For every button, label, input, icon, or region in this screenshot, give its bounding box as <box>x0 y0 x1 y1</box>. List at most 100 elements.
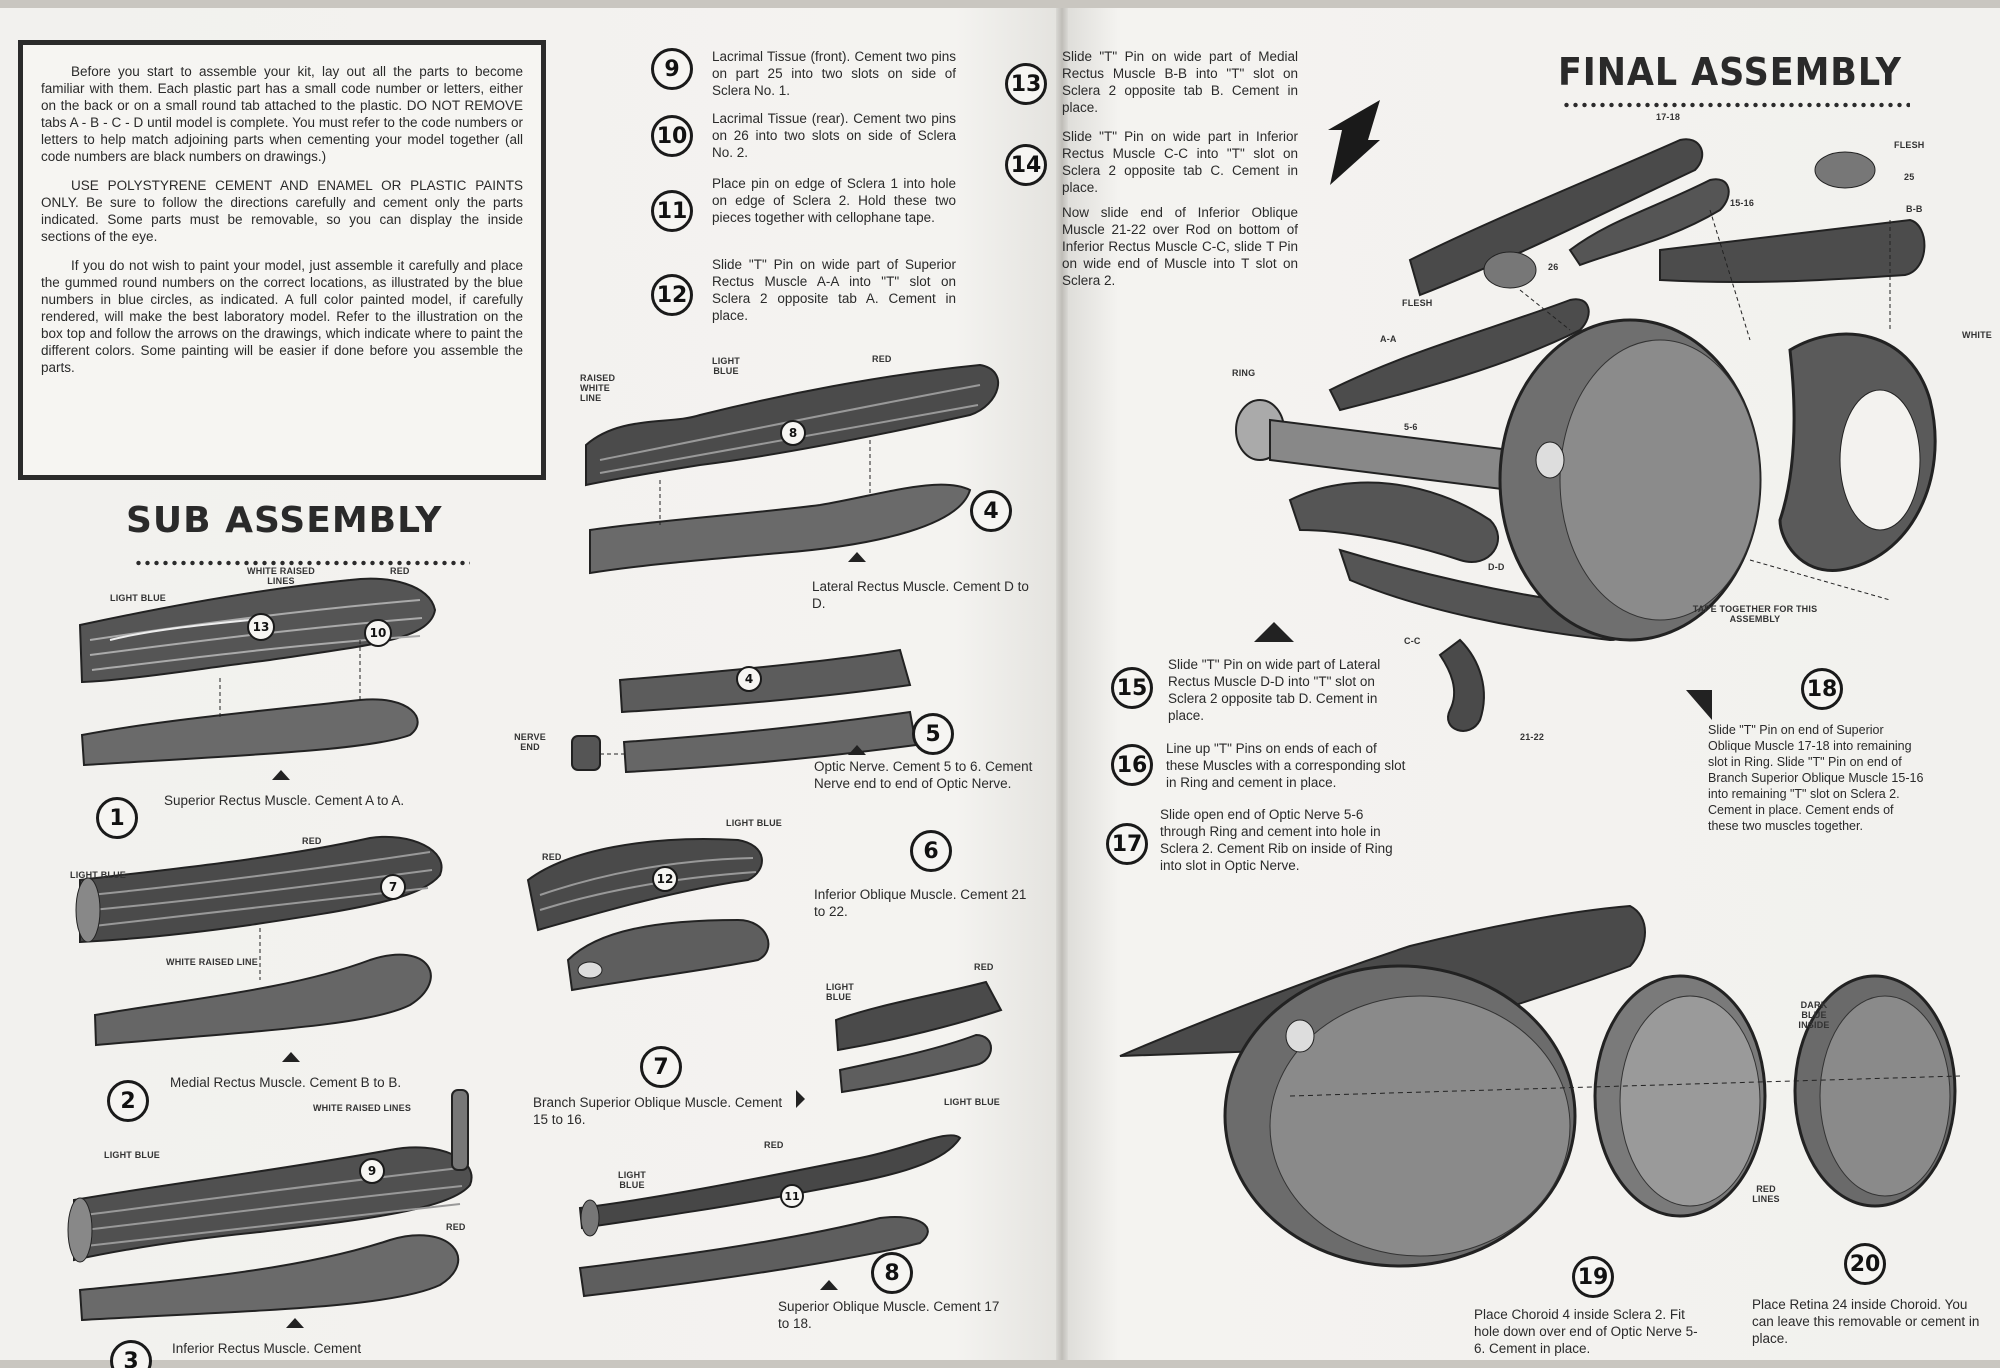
step-13-number: 13 <box>1005 63 1047 105</box>
label-25: 25 <box>1904 172 1915 182</box>
step-1-number: 1 <box>96 797 138 839</box>
label-white: WHITE <box>1962 330 1992 340</box>
step-11-number: 11 <box>651 190 693 232</box>
label-light-blue-8: LIGHT BLUE <box>944 1097 1000 1107</box>
label-nerve-end: NERVE END <box>514 732 546 752</box>
step-9-text: Lacrimal Tissue (front). Cement two pins… <box>712 49 956 98</box>
badge-12: 12 <box>652 866 678 892</box>
label-red-2: RED <box>302 836 322 846</box>
label-white-raised-line: WHITE RAISED LINE <box>166 957 258 967</box>
step-12-text: Slide "T" Pin on wide part of Superior R… <box>712 257 956 323</box>
label-ring: RING <box>1232 368 1256 378</box>
sub-assembly-heading: SUB ASSEMBLY <box>126 500 443 541</box>
label-b-b: B-B <box>1906 204 1923 214</box>
optic-nerve-illustration <box>571 648 918 774</box>
pointer-triangle <box>1254 622 1294 642</box>
badge-13: 13 <box>247 613 275 641</box>
label-d-d: D-D <box>1488 562 1505 572</box>
step-17-text: Slide open end of Optic Nerve 5-6 throug… <box>1160 807 1393 873</box>
label-dark-blue-inside: DARK BLUE INSIDE <box>1798 1000 1830 1030</box>
direction-arrow <box>1328 100 1380 185</box>
label-flesh-1: FLESH <box>1894 140 1925 150</box>
step-7-text: Branch Superior Oblique Muscle. Cement 1… <box>533 1095 783 1127</box>
pointer-triangle <box>1686 690 1712 720</box>
step-10-number: 10 <box>651 115 693 157</box>
step-2-text: Medial Rectus Muscle. Cement B to B. <box>170 1075 402 1090</box>
step-19-number: 19 <box>1572 1256 1614 1298</box>
step-18-text: Slide "T" Pin on end of Superior Oblique… <box>1708 723 1924 833</box>
badge-4: 4 <box>736 666 762 692</box>
label-21-22: 21-22 <box>1520 732 1545 742</box>
pointer-triangle <box>282 1052 300 1062</box>
label-15-16: 15-16 <box>1730 198 1755 208</box>
badge-7: 7 <box>380 874 406 900</box>
step-4-number: 4 <box>970 490 1012 532</box>
step-1-text: Superior Rectus Muscle. Cement A to A. <box>164 793 405 808</box>
label-tape-together: TAPE TOGETHER FOR THIS ASSEMBLY <box>1692 604 1818 624</box>
step-3-number: 3 <box>110 1340 152 1368</box>
pointer-triangle <box>272 770 290 780</box>
page-gutter <box>1056 8 1068 1360</box>
step-4-text: Lateral Rectus Muscle. Cement D to D. <box>812 579 1029 611</box>
step-20-text: Place Retina 24 inside Choroid. You can … <box>1752 1297 1980 1346</box>
label-light-blue-2: LIGHT BLUE <box>70 870 126 880</box>
step-16-number: 16 <box>1111 744 1153 786</box>
label-5-6: 5-6 <box>1404 422 1418 432</box>
choroid-retina-illustration <box>1119 904 1961 1268</box>
final-assembly-heading: FINAL ASSEMBLY <box>1558 50 1902 94</box>
final-exploded-illustration <box>1235 138 1937 732</box>
step-14-text: Slide "T" Pin on wide part in Inferior R… <box>1062 129 1298 195</box>
badge-11: 11 <box>780 1184 804 1208</box>
label-raised-white-line: RAISED WHITE LINE <box>580 373 616 403</box>
step-14-number: 14 <box>1005 144 1047 186</box>
badge-8: 8 <box>780 420 806 446</box>
step-9-number: 9 <box>651 48 693 90</box>
intro-paragraph-1: Before you start to assemble your kit, l… <box>41 64 523 164</box>
label-light-blue-3: LIGHT BLUE <box>104 1150 160 1160</box>
label-flesh-2: FLESH <box>1402 298 1433 308</box>
label-white-raised-line-2: WHITE RAISED LINES <box>312 1103 412 1113</box>
inferior-rectus-illustration <box>67 1089 473 1322</box>
step-15-text: Slide "T" Pin on wide part of Lateral Re… <box>1168 657 1381 723</box>
step-3-text: Inferior Rectus Muscle. Cement <box>172 1341 362 1356</box>
label-red-1: RED <box>390 566 410 576</box>
step-6-text: Inferior Oblique Muscle. Cement 21 to 22… <box>814 887 1027 919</box>
branch-superior-oblique-illustration <box>834 980 1003 1094</box>
intro-paragraph-3: If you do not wish to paint your model, … <box>41 258 523 375</box>
badge-10: 10 <box>364 619 392 647</box>
step-14b-text: Now slide end of Inferior Oblique Muscle… <box>1062 205 1298 288</box>
label-red-7: RED <box>764 1140 784 1150</box>
step-7-number: 7 <box>640 1046 682 1088</box>
step-10-text: Lacrimal Tissue (rear). Cement two pins … <box>712 111 956 160</box>
step-5-number: 5 <box>912 713 954 755</box>
label-red-3: RED <box>446 1222 466 1232</box>
label-light-blue-7: LIGHT BLUE <box>618 1170 646 1190</box>
step-20-number: 20 <box>1844 1243 1886 1285</box>
step-12-number: 12 <box>651 274 693 316</box>
label-17-18: 17-18 <box>1656 112 1681 122</box>
step-11-text: Place pin on edge of Sclera 1 into hole … <box>712 176 956 225</box>
step-2-number: 2 <box>107 1080 149 1122</box>
label-26: 26 <box>1548 262 1559 272</box>
step-8-text: Superior Oblique Muscle. Cement 17 to 18… <box>778 1299 1000 1331</box>
label-light-blue-4: LIGHT BLUE <box>712 356 740 376</box>
final-heading-dots <box>1562 102 1910 108</box>
lateral-rectus-illustration <box>585 363 1000 575</box>
sub-heading-dots <box>134 560 470 566</box>
superior-oblique-illustration <box>578 1134 962 1298</box>
intro-paragraph-2: USE POLYSTYRENE CEMENT AND ENAMEL OR PLA… <box>41 178 523 244</box>
step-19-text: Place Choroid 4 inside Sclera 2. Fit hol… <box>1474 1307 1698 1356</box>
label-c-c: C-C <box>1404 636 1421 646</box>
step-13-text: Slide "T" Pin on wide part of Medial Rec… <box>1062 49 1298 115</box>
label-red-4: RED <box>872 354 892 364</box>
label-red-6: RED <box>974 962 994 972</box>
label-light-blue-1: LIGHT BLUE <box>110 593 166 603</box>
label-a-a: A-A <box>1380 334 1397 344</box>
label-red-lines: RED LINES <box>1752 1184 1780 1204</box>
label-light-blue-6: LIGHT BLUE <box>826 982 854 1002</box>
inferior-oblique-illustration <box>526 838 770 992</box>
step-18-number: 18 <box>1801 668 1843 710</box>
step-15-number: 15 <box>1111 667 1153 709</box>
pointer-triangle <box>820 1280 838 1290</box>
